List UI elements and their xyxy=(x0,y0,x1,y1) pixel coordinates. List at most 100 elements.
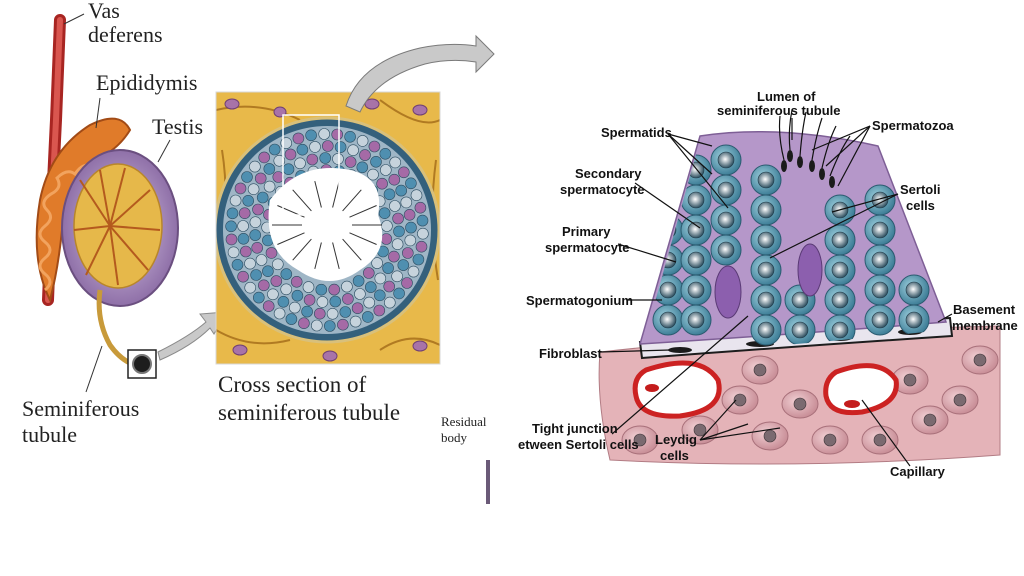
germ-cell-nucleus xyxy=(905,281,923,299)
germ-cell xyxy=(225,220,237,233)
lumen-sperm-tail xyxy=(277,232,305,245)
leydig-nucleus xyxy=(923,413,937,427)
germ-cell xyxy=(393,225,405,238)
germ-cell xyxy=(231,258,244,271)
sertoli-nucleus-2 xyxy=(797,243,823,297)
epididymis-coils xyxy=(38,159,112,292)
germ-cell-nucleus xyxy=(757,291,775,309)
detail-box xyxy=(282,114,340,216)
germ-cell xyxy=(252,291,265,304)
germ-cell xyxy=(244,281,256,294)
germ-cell xyxy=(290,275,303,288)
germ-cell-nucleus xyxy=(687,191,705,209)
germ-cell xyxy=(364,281,377,293)
germ-cell xyxy=(229,194,242,207)
residual-body-label-line2: body xyxy=(441,430,468,445)
germ-cell xyxy=(234,182,247,195)
testis-label: Testis xyxy=(152,114,203,139)
germ-cell xyxy=(268,143,281,156)
germ-cell xyxy=(397,259,410,271)
lumen-sperm-tail xyxy=(342,189,362,212)
germ-cell xyxy=(414,201,427,214)
vas-deferens-label: Vas xyxy=(88,0,120,23)
lumen-sperm-tail xyxy=(342,238,362,261)
germ-cell xyxy=(249,216,262,228)
germ-cell xyxy=(337,318,349,331)
germ-cell xyxy=(382,262,394,274)
germ-cell-nucleus xyxy=(687,311,705,329)
germ-cell xyxy=(356,161,369,174)
cross-section-caption: Cross section of xyxy=(218,372,367,397)
germ-cell xyxy=(367,168,379,181)
germ-cell xyxy=(354,288,366,300)
germ-cell xyxy=(265,247,278,259)
germ-cell xyxy=(368,140,381,153)
leader-lines xyxy=(599,118,953,467)
germ-cell xyxy=(392,212,404,225)
germ-cell xyxy=(244,257,256,270)
germ-cell-nucleus xyxy=(659,281,677,299)
germ-cell-nucleus xyxy=(757,171,775,189)
germ-cell-nucleus xyxy=(717,241,735,259)
testis-leader xyxy=(157,139,171,163)
germ-cell-nucleus xyxy=(757,231,775,249)
testis-anatomy-figure: Vas deferens Epididymis Testis Seminifer… xyxy=(22,0,203,447)
germ-cell xyxy=(254,172,267,185)
germ-cell xyxy=(410,189,423,201)
leydig-cells-label: Leydig xyxy=(655,432,697,447)
leydig-nucleus xyxy=(903,373,917,387)
germ-cell-nucleus xyxy=(717,181,735,199)
germ-cell-nucleus xyxy=(717,211,735,229)
germ-cell xyxy=(380,233,393,245)
germ-cell-nucleus xyxy=(687,281,705,299)
germ-cell xyxy=(374,272,387,285)
rbc-left xyxy=(645,384,659,392)
epididymis-leader xyxy=(95,97,101,129)
germ-cell-nucleus xyxy=(905,311,923,329)
germ-cell xyxy=(238,207,251,219)
germ-cell xyxy=(370,156,382,168)
germ-cell xyxy=(298,317,310,330)
germ-cell xyxy=(378,207,391,219)
germ-cell xyxy=(416,214,429,227)
lumen-sperm-tail xyxy=(332,242,340,270)
epididymis-label: Epididymis xyxy=(96,70,197,95)
germ-cell xyxy=(263,180,276,193)
germ-cell xyxy=(397,166,410,179)
germ-cell xyxy=(227,246,240,259)
germ-cell xyxy=(249,160,261,173)
primary-spermatocyte-label-line2: spermatocyte xyxy=(545,240,630,255)
germ-cell xyxy=(405,177,417,190)
leydig-nucleus xyxy=(633,433,647,447)
spermatozoa-heads xyxy=(781,150,835,188)
germ-cell xyxy=(373,289,386,302)
germ-cell xyxy=(255,254,268,266)
germ-cell xyxy=(280,283,293,296)
germ-cell xyxy=(332,153,344,165)
spermatids-label: Spermatids xyxy=(601,125,672,140)
germ-cell xyxy=(309,141,321,153)
germ-cell-nucleus xyxy=(871,251,889,269)
germ-cell xyxy=(404,234,417,247)
zoom-arrow-upper xyxy=(345,34,495,113)
residual-body-label: Residual xyxy=(441,414,487,429)
lumen-label-line2: seminiferous tubule xyxy=(717,103,841,118)
tight-junction-label-line2: etween Sertoli cells xyxy=(518,437,639,452)
spermatozoa xyxy=(778,109,851,177)
germ-cell-nucleus xyxy=(791,291,809,309)
germ-cell-nucleus xyxy=(831,291,849,309)
germ-cell xyxy=(315,283,328,296)
germ-cell xyxy=(391,270,403,283)
leydig-nucleus xyxy=(733,393,747,407)
sertoli-cells-label-line2: cells xyxy=(906,198,935,213)
secondary-spermatocyte-label: Secondary xyxy=(575,166,642,181)
germ-cell-nucleus xyxy=(871,311,889,329)
germ-cell xyxy=(257,279,270,292)
tubule-sample xyxy=(132,354,152,374)
lumen-sperm-tail xyxy=(349,205,377,218)
germ-cell xyxy=(272,171,285,183)
germ-cell xyxy=(344,156,357,168)
germ-cell xyxy=(334,141,347,153)
vas-deferens-label-line2: deferens xyxy=(88,22,163,47)
